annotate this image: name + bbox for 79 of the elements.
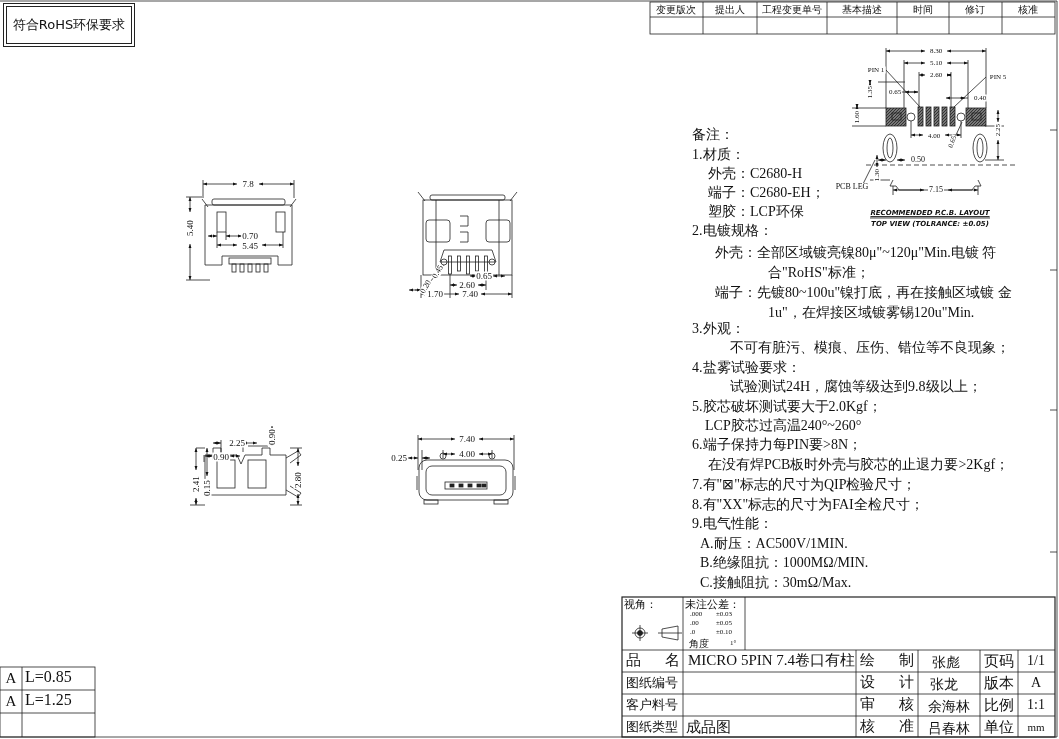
table-header: 时间	[913, 3, 933, 15]
note-text: 在没有焊PCB板时外壳与胶芯的止退力要>2Kgf；	[708, 457, 1010, 473]
table-text: 品 名	[626, 652, 680, 669]
note-text: 试验测试24H，腐蚀等级达到9.8级以上；	[730, 379, 982, 395]
table-text: 绘 制	[860, 652, 914, 669]
dimension-label: 4.00	[458, 449, 476, 459]
table-text: 比例	[984, 696, 1014, 714]
table-text: A	[1030, 675, 1042, 691]
dimension-label: 0.70	[241, 231, 259, 241]
table-text: 1/1	[1027, 653, 1045, 669]
note-text: B.绝缘阻抗：1000MΩ/MIN.	[700, 555, 869, 571]
note-text: 7.有"⊠"标志的尺寸为QIP检验尺寸；	[692, 477, 917, 493]
note-text: 3.外观：	[692, 321, 745, 337]
dimension-label: 0.90	[267, 428, 277, 446]
table-text: 图纸编号	[626, 675, 678, 691]
dimension-label: 0.50	[910, 156, 926, 164]
note-text: A.耐压：AC500V/1MIN.	[700, 536, 848, 552]
leader-label: PCB LEG	[834, 183, 870, 191]
table-text: A	[5, 692, 17, 710]
note-text: 塑胶：LCP环保	[708, 204, 804, 220]
dimension-label: 0.65	[475, 271, 493, 281]
table-text: L=1.25	[25, 691, 72, 709]
table-text: 单位	[984, 718, 1014, 736]
table-text: 版本	[984, 674, 1014, 692]
dimension-label: 0.90	[212, 452, 230, 462]
table-header: 修订	[965, 3, 985, 15]
note-text: 9.电气性能：	[692, 516, 773, 532]
dimension-label: 2.25	[228, 438, 246, 448]
note-text: 外壳：全部区域镀亮镍80μ"~120μ"Min.电镀 符合"RoHS"标准；	[715, 244, 998, 282]
table-text: 审 核	[860, 696, 914, 713]
dimension-label: 5.45	[241, 241, 259, 251]
table-text: L=0.85	[25, 668, 72, 686]
table-text: 余海林	[928, 699, 970, 715]
table-text: 图纸类型	[626, 719, 678, 735]
table-header: 提出人	[715, 3, 745, 15]
table-text: 未注公差：	[685, 598, 740, 611]
note-text: 5.胶芯破坏测试要大于2.0Kgf；	[692, 399, 882, 415]
table-header: 变更版次	[656, 3, 696, 15]
table-text: 页码	[984, 652, 1014, 670]
dimension-label: 2.80	[293, 471, 303, 489]
note-text: 4.盐雾试验要求：	[692, 360, 801, 376]
table-text: 核 准	[860, 718, 914, 735]
dimension-label: 2.60	[458, 280, 476, 290]
table-text: 吕春林	[928, 721, 970, 737]
note-text: LCP胶芯过高温240°~260°	[705, 418, 862, 434]
dimension-label: 7.40	[458, 434, 476, 444]
table-text: 客户料号	[626, 697, 678, 713]
table-text: 设 计	[860, 674, 914, 691]
table-text: 张彪	[932, 655, 960, 671]
requirement-box: 符合RoHS环保要求	[6, 6, 132, 44]
table-text: 成品图	[685, 718, 731, 736]
dimension-label: 0.45	[430, 263, 446, 281]
table-text: MICRO 5PIN 7.4卷口有柱	[688, 652, 856, 669]
note-text: 8.有"XX"标志的尺寸为FAI全检尺寸；	[692, 497, 924, 513]
dimension-label: 0.25	[390, 453, 408, 463]
table-header: 工程变更单号	[762, 3, 822, 15]
dimension-label: 7.8	[241, 179, 255, 189]
note-text: 端子：C2680-EH；	[708, 185, 825, 201]
note-text: 1.材质：	[692, 147, 745, 163]
dimension-label: 7.15	[928, 186, 944, 194]
note-text: 6.端子保持力每PIN要>8N；	[692, 437, 863, 453]
note-heading: 备注：	[692, 127, 734, 143]
note-text: 2.电镀规格：	[692, 223, 773, 239]
table-text: 1:1	[1027, 697, 1045, 713]
note-text: 外壳：C2680-H	[708, 166, 803, 182]
table-text: 视角：	[624, 598, 657, 611]
table-text: mm	[1027, 720, 1045, 734]
dimension-label: 7.40	[461, 289, 479, 299]
table-header: 基本描述	[842, 3, 882, 15]
dimension-label: 0.15	[202, 479, 212, 497]
table-text: A	[5, 669, 17, 687]
dimension-label: 5.40	[185, 219, 195, 237]
note-text: C.接触阻抗：30mΩ/Max.	[700, 575, 852, 591]
note-text: 不可有脏污、模痕、压伤、错位等不良现象；	[730, 340, 1010, 356]
table-text: 张龙	[930, 677, 958, 693]
table-header: 核准	[1018, 3, 1038, 15]
table-text: 角度	[689, 638, 709, 649]
note-text: 端子：先镀80~100u"镍打底，再在接触区域镀 金1u"，在焊接区域镀雾锡120u"Min.	[715, 284, 1013, 322]
dimension-label: 2.41	[191, 475, 201, 493]
